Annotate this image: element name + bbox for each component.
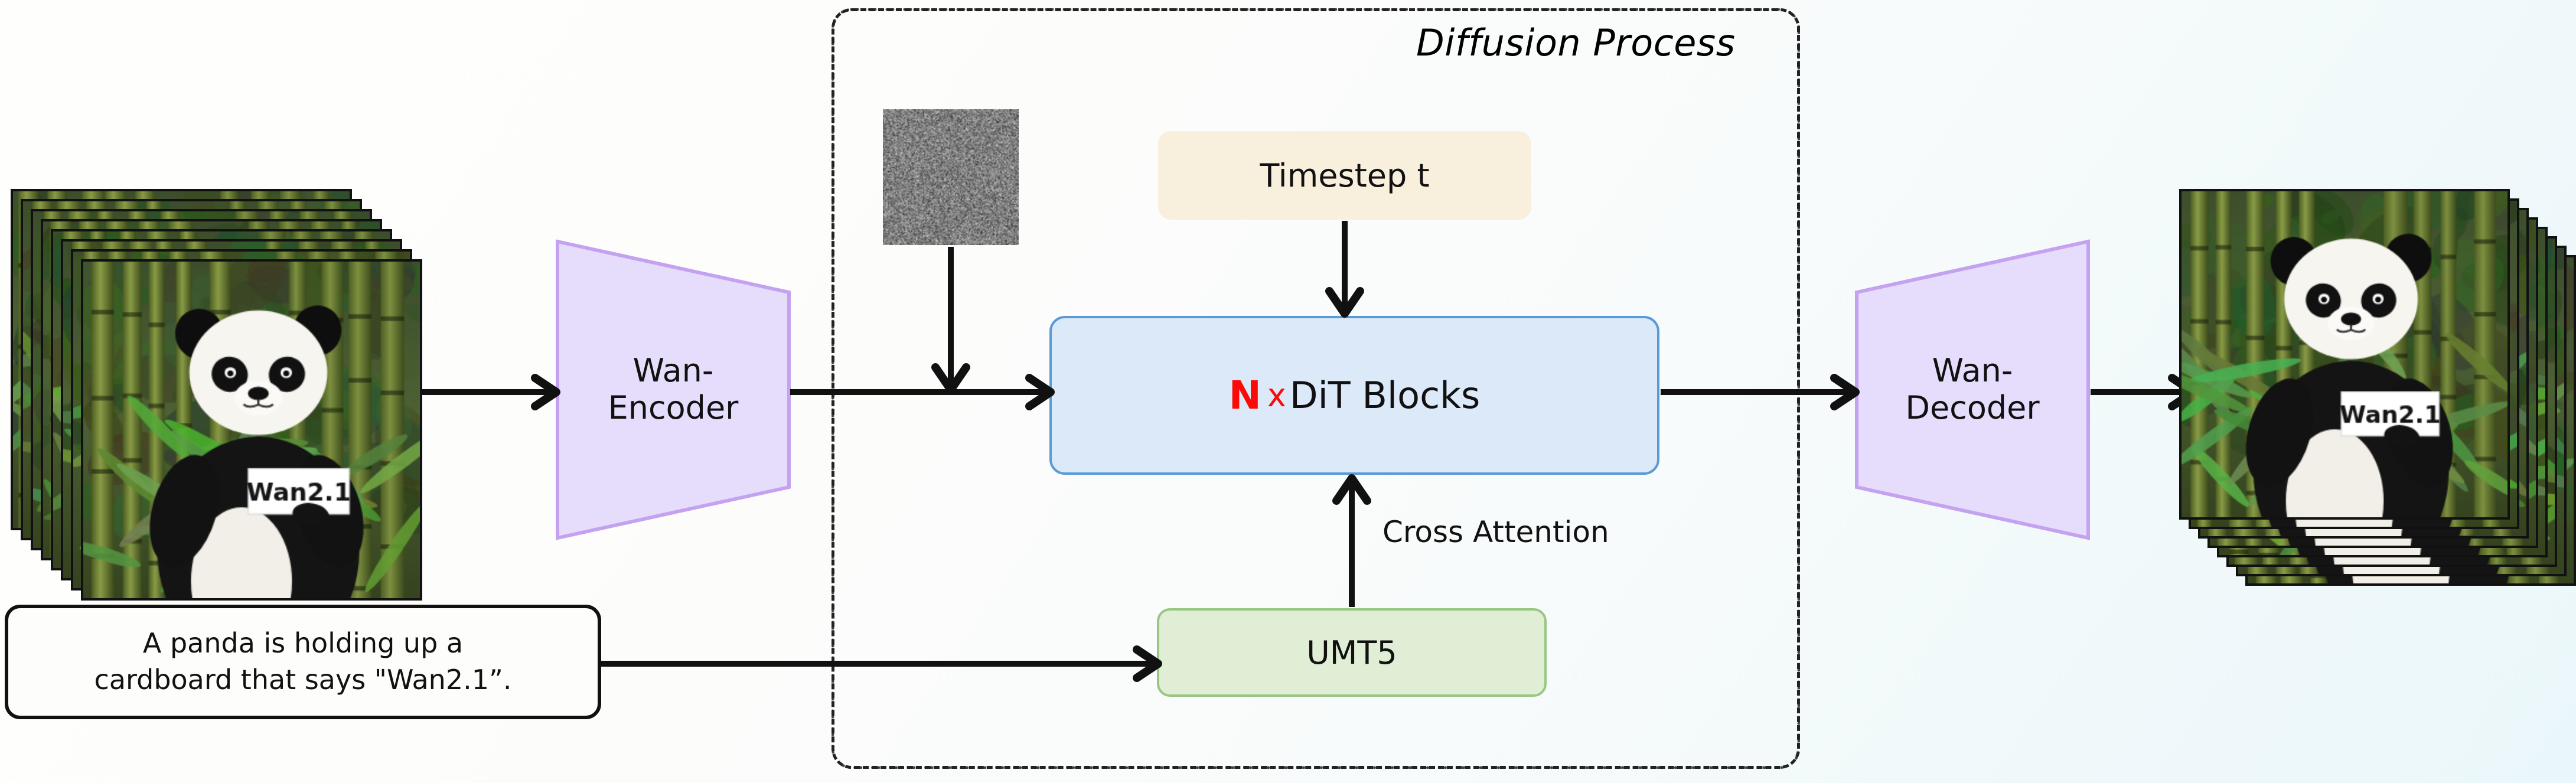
arrow-encoder-to-dit	[790, 378, 1051, 406]
arrow-dit-to-decoder	[1661, 378, 1856, 406]
arrow-noise-to-latent	[935, 247, 966, 390]
arrow-prompt-to-umt5	[600, 650, 1158, 678]
arrow-timestep-to-dit	[1329, 221, 1360, 314]
video-frame-front	[81, 259, 422, 601]
input-video-frame-stack	[11, 189, 424, 590]
panda-frame-image	[83, 262, 420, 598]
wan-encoder-label: Wan- Encoder	[608, 353, 739, 426]
video-frame-front	[2179, 189, 2510, 520]
panda-frame-image	[2182, 191, 2507, 517]
output-video-frame-stack	[2179, 189, 2569, 590]
arrow-umt5-to-dit-cross-attention	[1336, 478, 1367, 607]
arrow-input-to-encoder	[413, 378, 556, 406]
wan-decoder-label: Wan- Decoder	[1905, 353, 2039, 426]
arrow-decoder-to-output	[2091, 378, 2193, 406]
